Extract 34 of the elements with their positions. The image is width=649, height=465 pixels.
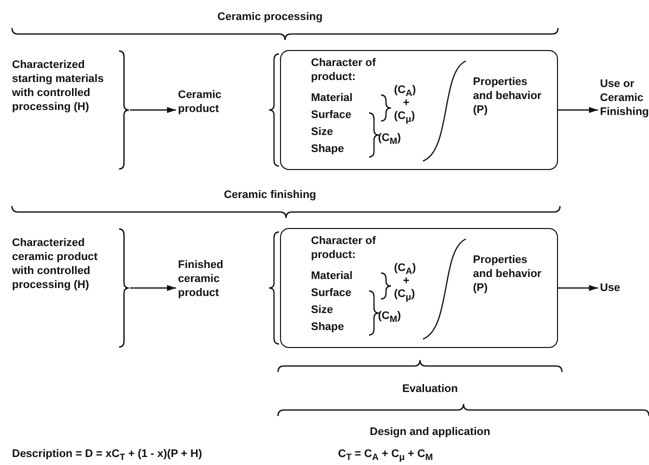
text-label: Character of product: <box>311 56 377 84</box>
arrow <box>558 285 598 291</box>
text-label: Shape <box>311 320 344 334</box>
text-label: Shape <box>311 142 344 156</box>
text-label: Size <box>311 125 334 139</box>
formula-text: Description = D = xC$_{T}$ + (1 - x)(P + H) <box>12 447 204 464</box>
text-label: Material <box>311 269 353 283</box>
text-label: Size <box>311 303 334 317</box>
description-text: Characterized ceramic product with controlled processing (H) <box>12 236 99 292</box>
caption-text: Ceramic processing <box>216 10 324 24</box>
rounded-box <box>280 228 558 348</box>
text-label: (C$_{μ}$) <box>394 287 415 304</box>
arrow <box>130 107 176 113</box>
text-label: Surface <box>311 286 352 300</box>
rounded-box <box>280 50 558 170</box>
caption-text: Design and application <box>368 425 492 439</box>
arrow <box>130 285 176 291</box>
formula-text: C$_{T}$ = C$_{A}$ + C$_{μ}$ + C$_{M}$ <box>338 447 434 464</box>
caption-text: Ceramic finishing <box>222 188 318 202</box>
arrow <box>558 107 598 113</box>
text-label: Material <box>311 91 353 105</box>
text-label: Properties and behavior (P) <box>473 253 542 295</box>
text-label: Finished ceramic product <box>178 258 248 300</box>
text-label: (C$_{μ}$) <box>394 109 415 126</box>
text-label: (C$_{M}$) <box>378 131 401 148</box>
caption-text: Evaluation <box>401 382 459 396</box>
description-text: Characterized starting materials with controlled processing (H) <box>12 58 105 114</box>
text-label: Properties and behavior (P) <box>473 75 542 117</box>
text-label: Ceramic product <box>178 88 248 116</box>
text-label: (C$_{M}$) <box>378 309 401 326</box>
text-label: Use or Ceramic Finishing <box>600 77 649 119</box>
text-label: Surface <box>311 108 352 122</box>
text-label: Character of product: <box>311 234 377 262</box>
text-label: Use <box>600 281 649 295</box>
